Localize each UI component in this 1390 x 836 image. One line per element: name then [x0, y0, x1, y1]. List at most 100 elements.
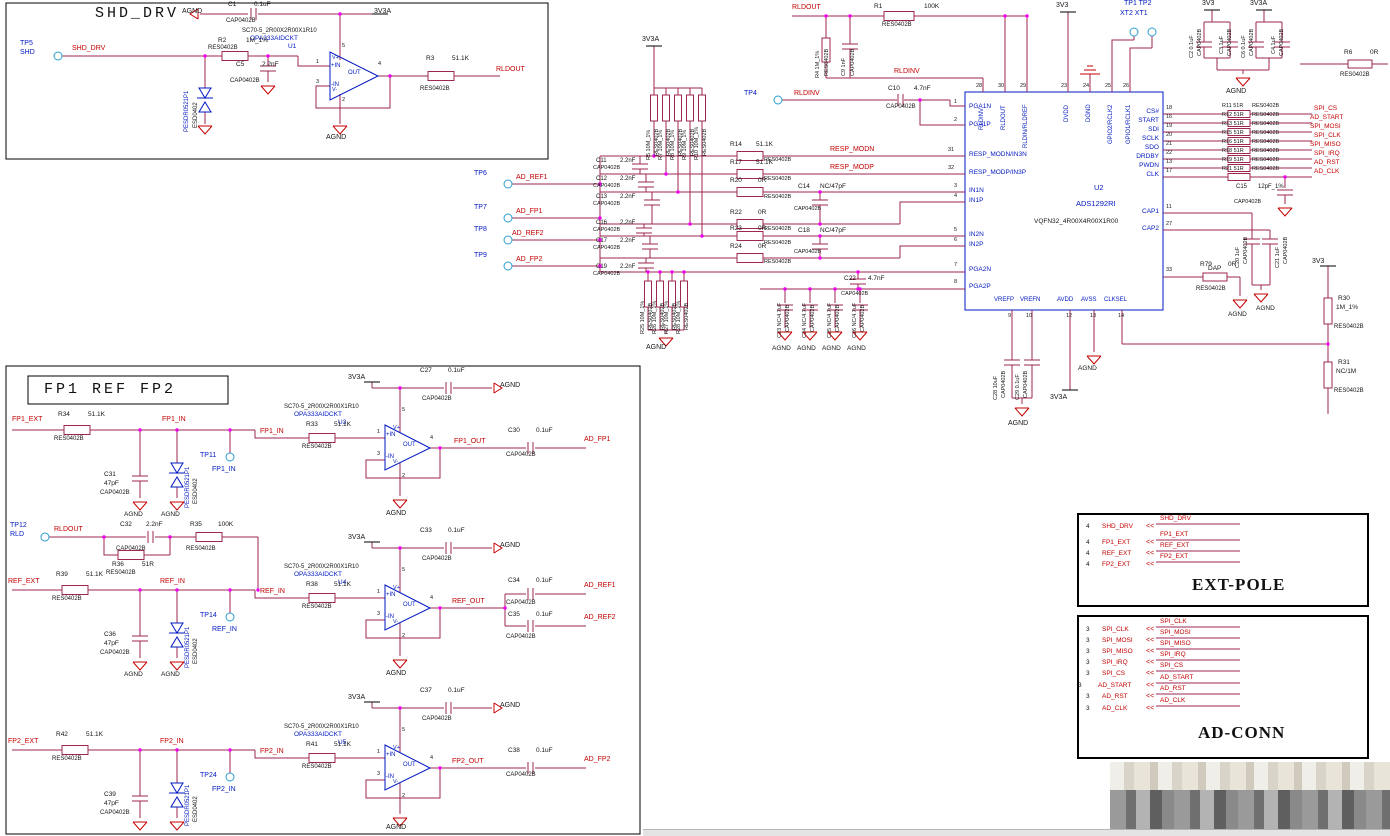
capacitor-symbol	[637, 262, 655, 269]
agnd-ground-symbol	[169, 501, 185, 511]
opamp-u3-symbol	[384, 424, 432, 471]
agnd-ground-symbol	[132, 661, 148, 671]
agnd-ground-symbol	[1014, 407, 1030, 417]
resistor-symbol	[883, 11, 915, 21]
testpoint-circle	[503, 213, 513, 223]
wires-input-rows	[512, 155, 965, 334]
agnd-ground-symbol	[1253, 293, 1269, 303]
capacitor-symbol	[641, 243, 659, 250]
capacitor-symbol	[635, 227, 653, 234]
testpoint-circle	[40, 532, 50, 542]
capacitor-symbol	[131, 475, 149, 482]
agnd-ground-symbol	[169, 821, 185, 831]
ext-pole-connector-box	[1077, 513, 1369, 607]
resistor-symbol	[1227, 173, 1251, 181]
capacitor-symbol	[776, 304, 794, 311]
agnd-ground-symbol	[132, 501, 148, 511]
capacitor-symbol	[897, 93, 904, 107]
resistor-symbol	[308, 753, 336, 763]
resistor-symbol	[1227, 119, 1251, 127]
agnd-ground-symbol	[1232, 299, 1248, 309]
capacitor-symbol	[643, 199, 661, 206]
resistor-symbol	[736, 231, 764, 241]
agnd-ground-symbol	[827, 331, 843, 341]
agnd-ground-symbol	[392, 817, 408, 827]
fp-ref-fp2-title-box	[27, 375, 229, 405]
resistor-symbol	[662, 94, 670, 122]
opamp-u5-symbol	[384, 744, 432, 791]
capacitor-symbol	[259, 65, 277, 72]
resistor-symbols	[61, 11, 1373, 763]
testpoint-circle	[503, 261, 513, 271]
resistor-symbol	[686, 94, 694, 122]
agnd-ground-symbol	[802, 331, 818, 341]
agnd-ground-symbol	[260, 85, 276, 95]
capacitor-symbol	[1023, 359, 1041, 366]
window-bottom-strip[interactable]	[643, 829, 1390, 836]
capacitor-symbol	[1261, 238, 1279, 245]
capacitor-symbol	[527, 441, 534, 455]
component-symbols	[40, 7, 1337, 831]
capacitor-symbol	[801, 304, 819, 311]
watermark-mosaic	[1110, 762, 1390, 835]
testpoint-circle	[225, 772, 235, 782]
testpoint-circle	[225, 452, 235, 462]
testpoint-circle	[503, 179, 513, 189]
fp-ref-fp2-block-title: FP1 REF FP2	[44, 381, 177, 398]
resistor-symbol	[1227, 128, 1251, 136]
resistor-symbol	[1227, 137, 1251, 145]
testpoint-circle	[53, 51, 63, 61]
agnd-ground-symbol	[1086, 355, 1102, 365]
resistor-symbol	[221, 51, 249, 61]
agnd-arrow-symbol	[493, 382, 503, 394]
ad-conn-connector-box	[1077, 615, 1369, 759]
capacitor-symbol	[1003, 359, 1021, 366]
capacitor-symbol	[849, 278, 867, 285]
dgnd-earth-symbol	[1079, 65, 1101, 75]
watermark-top-strip	[1110, 762, 1390, 790]
capacitor-symbol	[527, 761, 534, 775]
capacitor-symbol	[131, 795, 149, 802]
capacitor-symbol	[445, 701, 452, 715]
wires-connector-stubs	[1156, 523, 1240, 707]
resistor-symbol	[63, 425, 91, 435]
resistor-symbol	[117, 550, 145, 560]
capacitor-symbol	[1273, 41, 1291, 48]
resistor-symbol	[736, 219, 764, 229]
resistor-symbol	[308, 593, 336, 603]
wires-shd-drv-block	[62, 13, 500, 124]
capacitor-symbol	[811, 199, 829, 206]
resistor-symbol	[736, 187, 764, 197]
agnd-ground-symbol	[1277, 207, 1293, 217]
agnd-ground-symbol	[332, 125, 348, 135]
esd-diode-symbol	[168, 782, 186, 808]
testpoint-circle	[503, 235, 513, 245]
resistor-symbol	[61, 745, 89, 755]
resistor-symbol	[736, 169, 764, 179]
capacitor-symbol	[1247, 41, 1265, 48]
testpoint-circle	[773, 95, 783, 105]
resistor-symbol	[1227, 146, 1251, 154]
resistor-symbol	[644, 280, 652, 308]
resistor-symbol	[668, 280, 676, 308]
ad-conn-title: AD-CONN	[1198, 723, 1286, 742]
resistor-symbol	[674, 94, 682, 122]
esd-diode-symbol	[168, 622, 186, 648]
agnd-ground-symbol	[658, 337, 674, 347]
agnd-arrow-symbol	[493, 542, 503, 554]
capacitor-symbol	[527, 619, 534, 633]
wires	[12, 10, 1388, 818]
capacitor-symbol	[147, 530, 154, 544]
agnd-ground-symbol	[169, 661, 185, 671]
shd-drv-block-title: SHD_DRV	[95, 5, 180, 22]
agnd-ground-symbol	[852, 331, 868, 341]
capacitor-symbol	[826, 304, 844, 311]
resistor-symbol	[1227, 110, 1251, 118]
capacitor-symbol	[631, 163, 649, 170]
agnd-ground-symbol	[197, 125, 213, 135]
agnd-ground-symbol	[132, 821, 148, 831]
capacitor-symbol	[445, 541, 452, 555]
wires-fp2-section	[12, 702, 586, 818]
testpoint-circle	[1147, 27, 1157, 37]
resistor-symbol	[680, 280, 688, 308]
